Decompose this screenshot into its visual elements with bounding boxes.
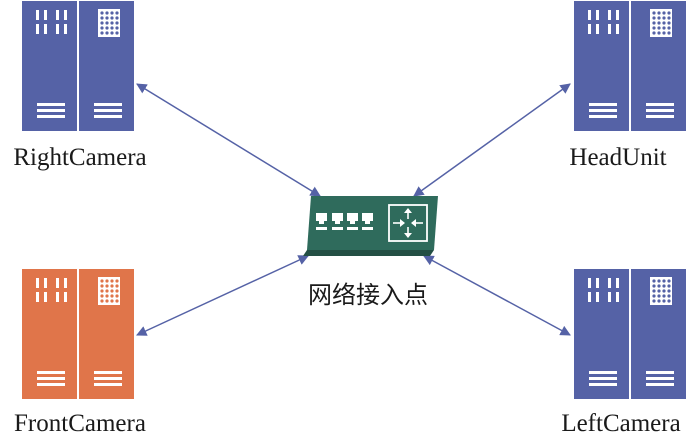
link-front-camera [136,255,309,336]
server-cabinet-icon [574,269,686,399]
server-cabinet-icon [574,1,686,131]
access-point-node: 网络接入点 [303,196,438,309]
link-head-unit [413,83,571,197]
left-camera-label: LeftCamera [561,410,680,437]
link-right-camera [136,83,321,197]
server-cabinet-icon [22,269,134,399]
right-camera-label: RightCamera [13,144,146,171]
server-cabinet-icon [22,1,134,131]
left-camera-node: LeftCamera [561,269,686,437]
access-point-label: 网络接入点 [308,281,428,309]
links [136,83,571,336]
link-left-camera [423,255,571,336]
head-unit-label: HeadUnit [569,144,666,171]
front-camera-node: FrontCamera [14,269,146,437]
network-switch-icon [303,196,438,256]
right-camera-node: RightCamera [13,1,147,171]
front-camera-label: FrontCamera [14,410,146,437]
head-unit-node: HeadUnit [569,1,686,171]
